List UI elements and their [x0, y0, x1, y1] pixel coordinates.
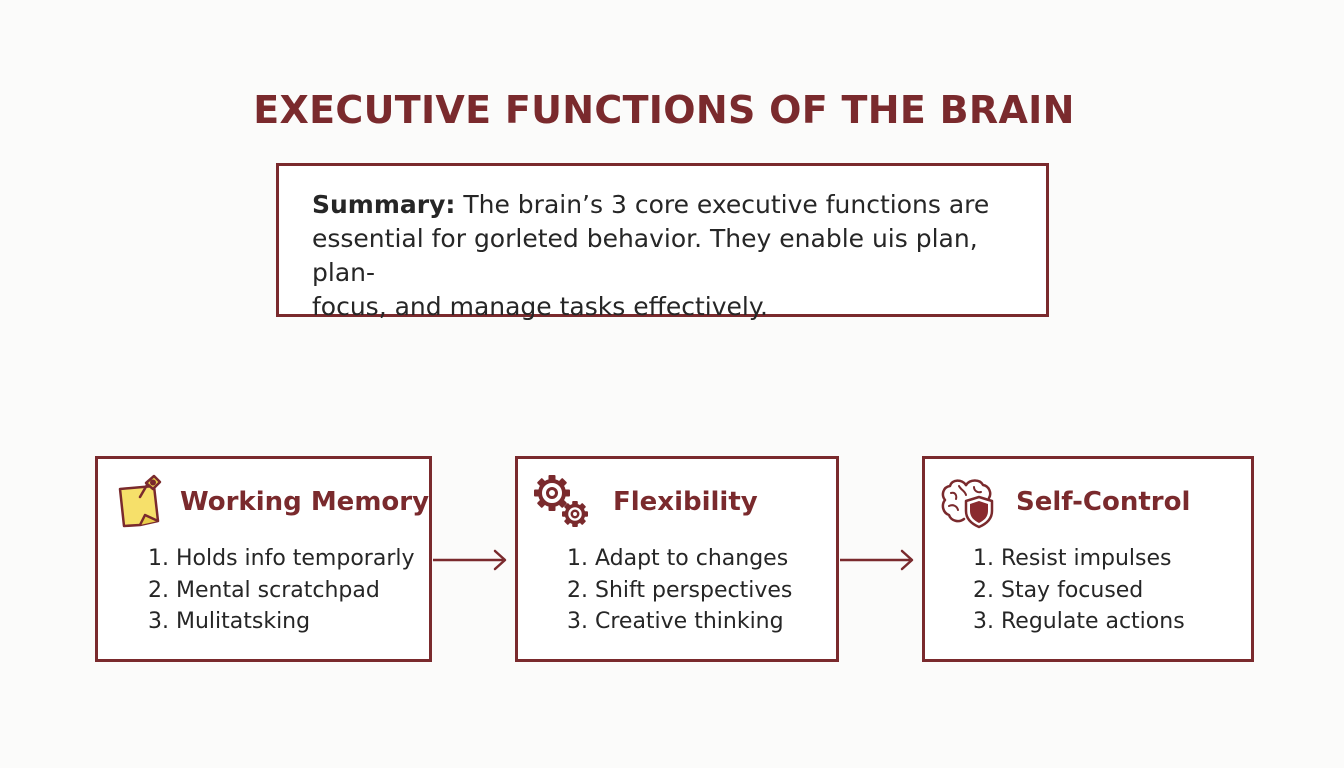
brain-shield-icon — [941, 479, 994, 529]
working-memory-heading: Working Memory — [180, 487, 430, 517]
flexibility-list: 1. Adapt to changes 2. Shift perspective… — [567, 543, 792, 638]
list-item: 3. Regulate actions — [973, 609, 1185, 634]
self-control-card: Self-Control 1. Resist impulses 2. Stay … — [922, 456, 1254, 662]
summary-lead: Summary: — [312, 190, 456, 219]
gears-icon — [534, 475, 588, 527]
list-item: 1. Adapt to changes — [567, 546, 789, 571]
arrow-right-icon — [840, 549, 914, 571]
working-memory-card: Working Memory 1. Holds info temporarly … — [95, 456, 432, 662]
arrow-right-icon — [433, 549, 507, 571]
flexibility-card: Flexibility 1. Adapt to changes 2. Shift… — [515, 456, 839, 662]
summary-line-2: essential for gorleted behavior. They en… — [312, 224, 978, 287]
list-item: 2. Stay focused — [973, 577, 1144, 603]
list-item: 3. Mulitatsking — [148, 609, 311, 634]
working-memory-list: 1. Holds info temporarly 2. Mental scrat… — [148, 543, 415, 638]
sticky-note-pin-icon — [118, 474, 162, 528]
list-item: 2. Shift perspectives — [567, 577, 793, 603]
list-item: 2. Mental scratchpad — [148, 577, 380, 603]
summary-box: Summary: The brain’s 3 core executive fu… — [276, 163, 1049, 321]
summary-line-1: Summary: The brain’s 3 core executive fu… — [312, 188, 1016, 222]
list-item: 1. Holds info temporarly — [148, 546, 415, 571]
summary-line-3: focus, and manage tasks effectively. — [312, 292, 768, 321]
page-title: EXECUTIVE FUNCTIONS OF THE BRAIN — [253, 88, 1075, 132]
list-item: 1. Resist impulses — [973, 546, 1172, 571]
self-control-list: 1. Resist impulses 2. Stay focused 3. Re… — [973, 543, 1185, 638]
summary-line-1-text: The brain’s 3 core executive functions a… — [463, 190, 990, 219]
flexibility-heading: Flexibility — [613, 487, 758, 517]
list-item: 3. Creative thinking — [567, 609, 784, 634]
self-control-heading: Self-Control — [1016, 487, 1191, 517]
